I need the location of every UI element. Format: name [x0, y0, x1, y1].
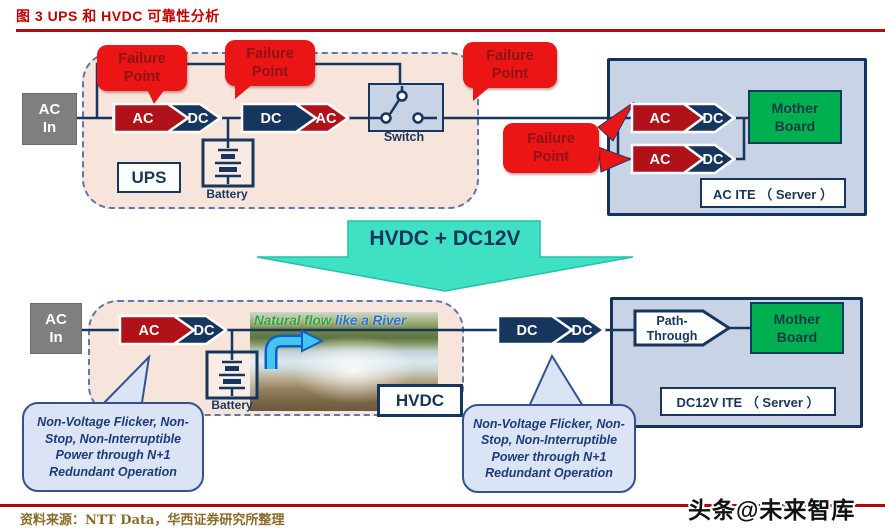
svg-text:DC: DC [703, 152, 724, 168]
reliability-note-right: Non-Voltage Flicker, Non-Stop, Non-Inter… [462, 404, 636, 493]
source-note: 资料来源：NTT Data，华西证券研究所整理 [20, 513, 285, 528]
switch-box [368, 83, 444, 132]
server-psu-2: AC DC [630, 143, 737, 175]
svg-text:AC: AC [133, 111, 154, 127]
converter-dc-dc-bottom: DC DC [496, 314, 607, 346]
svg-text:AC: AC [316, 111, 337, 127]
figure-title: 图 3 UPS 和 HVDC 可靠性分析 [16, 8, 220, 24]
switch-icon [370, 86, 437, 124]
path-through: Path- Through [633, 309, 732, 347]
river-caption-green: Natural flow [254, 313, 336, 328]
svg-text:AC: AC [650, 152, 671, 168]
converter-ac-dc-top: AC DC [112, 102, 223, 134]
ac-ite-server-label: AC ITE （ Server ） [700, 178, 846, 208]
svg-text:Through: Through [647, 329, 698, 343]
svg-text:DC: DC [572, 323, 593, 339]
switch-label: Switch [383, 130, 425, 144]
battery-label-bottom: Battery [211, 398, 253, 412]
svg-text:DC: DC [188, 111, 209, 127]
title-divider [16, 29, 885, 32]
server-psu-1: AC DC [630, 102, 737, 134]
bubble-tail-right [525, 353, 588, 412]
river-caption: Natural flow like a River [254, 313, 436, 328]
svg-text:DC: DC [703, 111, 724, 127]
ups-label: UPS [117, 162, 181, 193]
transition-arrow-label: HVDC + DC12V [369, 227, 521, 250]
river-caption-blue: like a River [335, 313, 407, 328]
battery-icon-bottom [205, 350, 259, 400]
watermark-logo: 头条@未来智库 [688, 497, 856, 523]
battery-icon-top [201, 138, 255, 188]
svg-text:AC: AC [139, 323, 160, 339]
footer-divider [0, 504, 885, 507]
converter-ac-dc-bottom: AC DC [118, 314, 229, 346]
reliability-note-left: Non-Voltage Flicker, Non-Stop, Non-Inter… [22, 402, 204, 492]
svg-text:DC: DC [261, 111, 282, 127]
hvdc-label: HVDC [377, 384, 463, 417]
svg-text:DC: DC [517, 323, 538, 339]
dc12v-ite-server-label: DC12V ITE （ Server ） [660, 387, 836, 416]
converter-dc-ac-top: DC AC [240, 102, 351, 134]
battery-label-top: Battery [206, 187, 248, 201]
svg-text:Path-: Path- [656, 314, 687, 328]
svg-text:AC: AC [650, 111, 671, 127]
svg-text:DC: DC [194, 323, 215, 339]
